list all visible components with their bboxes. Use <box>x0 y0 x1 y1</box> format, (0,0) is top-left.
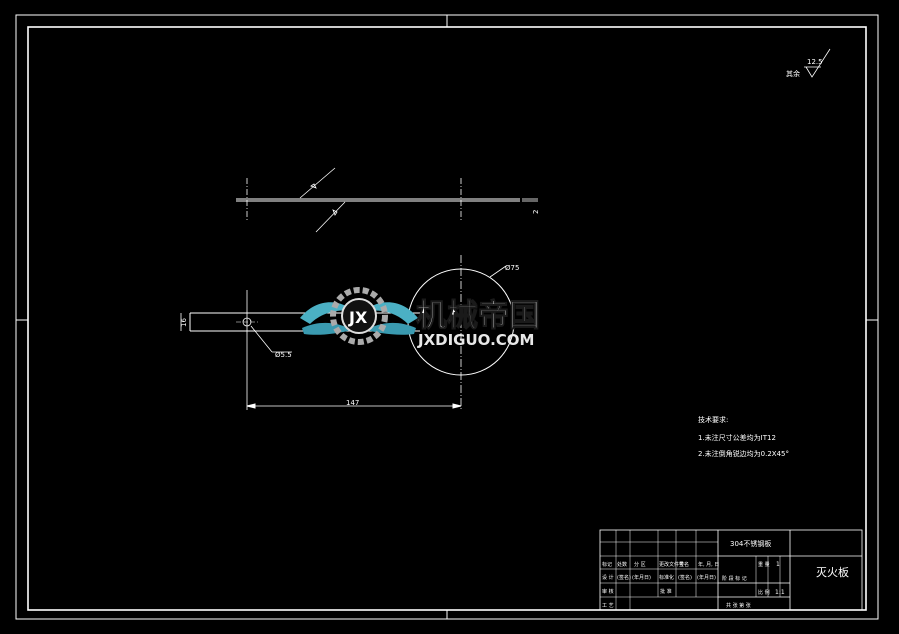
tb-standard-date: (年月日) <box>697 574 716 581</box>
outer-diameter-dimension: Ø75 <box>505 264 519 272</box>
roughness-prefix: 其余 <box>786 69 800 78</box>
sheet-border <box>15 14 879 620</box>
side-view <box>236 167 538 233</box>
watermark-cn: 机械帝国 <box>416 298 540 334</box>
tech-requirements: 技术要求: 1.未注尺寸公差均为IT12 2.未注倒角锐边均为0.2X45° <box>698 415 789 458</box>
part-name-label: 灭火板 <box>816 565 849 579</box>
tb-designer-sign: (签名) <box>617 574 631 581</box>
length-dimension: 147 <box>346 399 359 407</box>
tb-standard: 标准化 <box>659 574 674 581</box>
material-label: 304不锈钢板 <box>730 539 771 548</box>
tb-weight: 重 量 <box>758 561 770 568</box>
tb-review: 审 核 <box>602 588 614 595</box>
tb-header-file: 更改文件号 <box>659 561 684 568</box>
hole-diameter-dimension: Ø5.5 <box>275 351 292 359</box>
tech-item-1: 1.未注尺寸公差均为IT12 <box>698 433 776 442</box>
thickness-dimension: 2 <box>532 210 540 214</box>
tb-scale: 1:1 <box>775 589 785 596</box>
tb-sheets: 共 张 第 张 <box>726 602 751 609</box>
tb-header-count: 处数 <box>617 561 627 568</box>
tb-designer: 设 计 <box>602 574 614 581</box>
tb-header-zone: 分 区 <box>634 561 646 568</box>
tb-designer-date: (年月日) <box>632 574 651 581</box>
svg-text:JX: JX <box>348 308 368 327</box>
tb-approve: 批 准 <box>660 588 672 595</box>
tb-process: 工 艺 <box>602 603 614 609</box>
watermark-logo: JX 机械帝国 JXDIGUO.COM <box>300 287 541 349</box>
tb-header-date: 年, 月, 日 <box>698 561 719 568</box>
roughness-symbol: 12.5 其余 <box>786 48 831 78</box>
tb-standard-sign: (签名) <box>678 574 692 581</box>
tb-count: 1 <box>776 561 780 568</box>
roughness-value: 12.5 <box>807 58 823 66</box>
width-dimension: 16 <box>180 318 188 327</box>
tb-header-mark: 标记 <box>602 561 612 568</box>
title-block <box>599 529 863 611</box>
tb-stage: 阶 段 标 记 <box>722 575 747 582</box>
tech-title: 技术要求: <box>698 415 728 424</box>
tb-scale-label: 比 例 <box>758 589 770 596</box>
tb-header-sign: 签名 <box>679 561 689 568</box>
watermark-en: JXDIGUO.COM <box>417 331 534 349</box>
tech-item-2: 2.未注倒角锐边均为0.2X45° <box>698 449 789 458</box>
